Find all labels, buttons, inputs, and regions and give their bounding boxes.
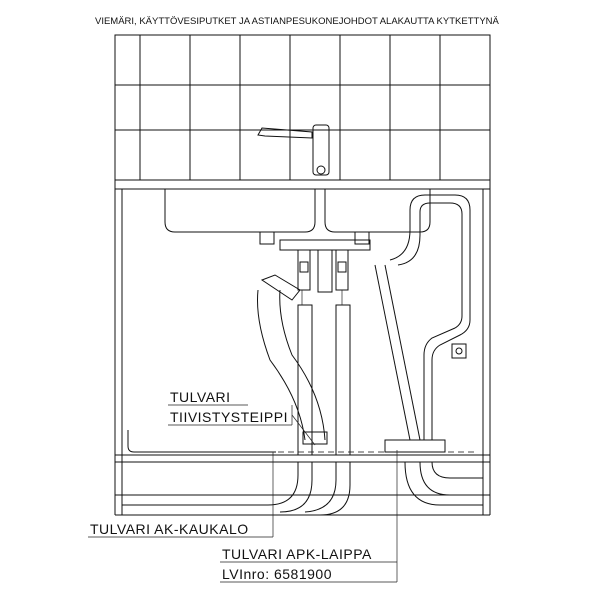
tape-label-line1: TULVARI xyxy=(170,389,231,405)
faucet xyxy=(257,124,330,176)
lvi-number-label: LVInro: 6581900 xyxy=(222,566,332,582)
trough-label: TULVARI AK-KAUKALO xyxy=(90,521,249,537)
cabinet xyxy=(114,179,491,516)
tile-wall xyxy=(114,34,491,181)
leaders xyxy=(88,404,398,583)
sink xyxy=(164,189,431,293)
tape-label-line2: TIIVISTYSTEIPPI xyxy=(170,409,288,425)
drain-hose xyxy=(257,274,328,445)
drawing-title: VIEMÄRI, KÄYTTÖVESIPUTKET JA ASTIANPESUK… xyxy=(95,16,500,27)
dishwasher-lines xyxy=(374,194,483,506)
supply-pipes xyxy=(122,290,351,516)
flange-label: TULVARI APK-LAIPPA xyxy=(222,546,372,562)
